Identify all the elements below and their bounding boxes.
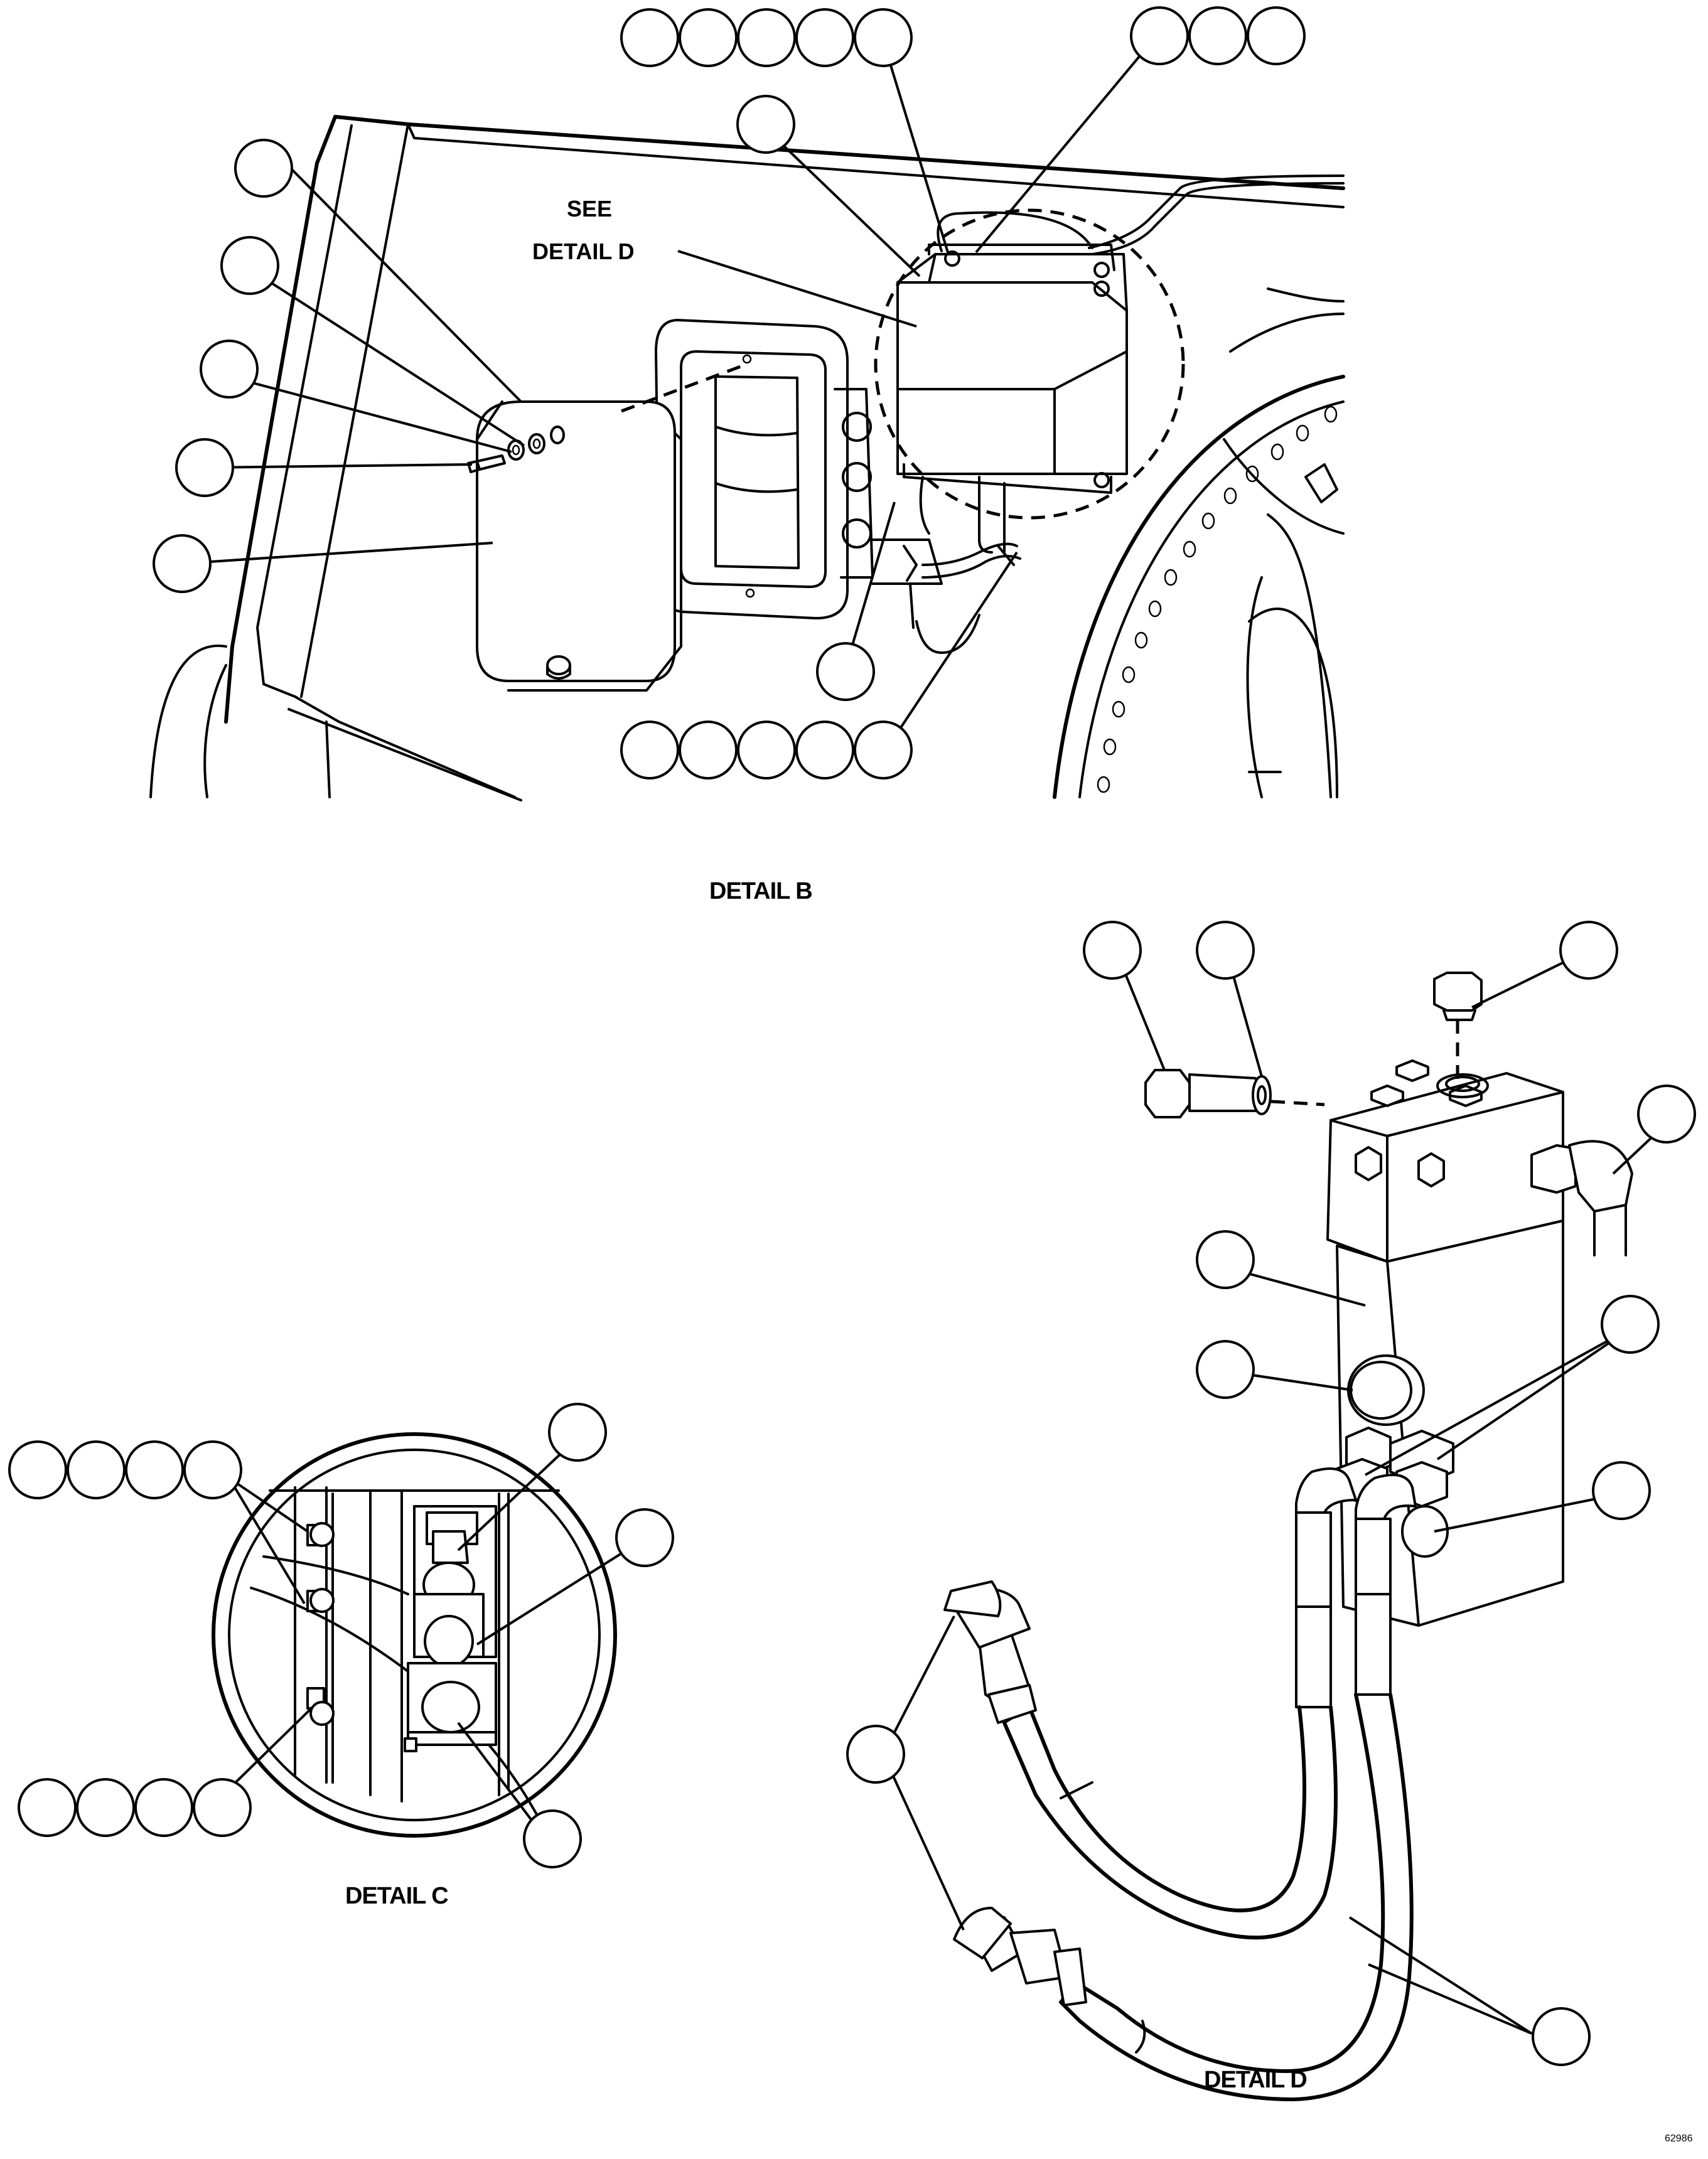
figure-number: 62986 xyxy=(1665,2133,1693,2144)
detail-c-fittings-left xyxy=(306,1522,335,1726)
detail-d-callout-circle xyxy=(874,208,1185,520)
detail-b-illustration xyxy=(149,6,1345,801)
see-detail-d-label-line1: SEE xyxy=(567,196,612,222)
detail-d-illustration xyxy=(846,921,1696,2101)
detail-b-title: DETAIL B xyxy=(709,878,812,904)
see-detail-d-label-line2: DETAIL D xyxy=(532,238,635,264)
detail-c-title: DETAIL C xyxy=(345,1883,448,1909)
drum-bolt-holes xyxy=(1097,405,1338,793)
detail-c-illustration xyxy=(8,1403,674,1868)
detail-d-title: DETAIL D xyxy=(1204,2067,1307,2093)
